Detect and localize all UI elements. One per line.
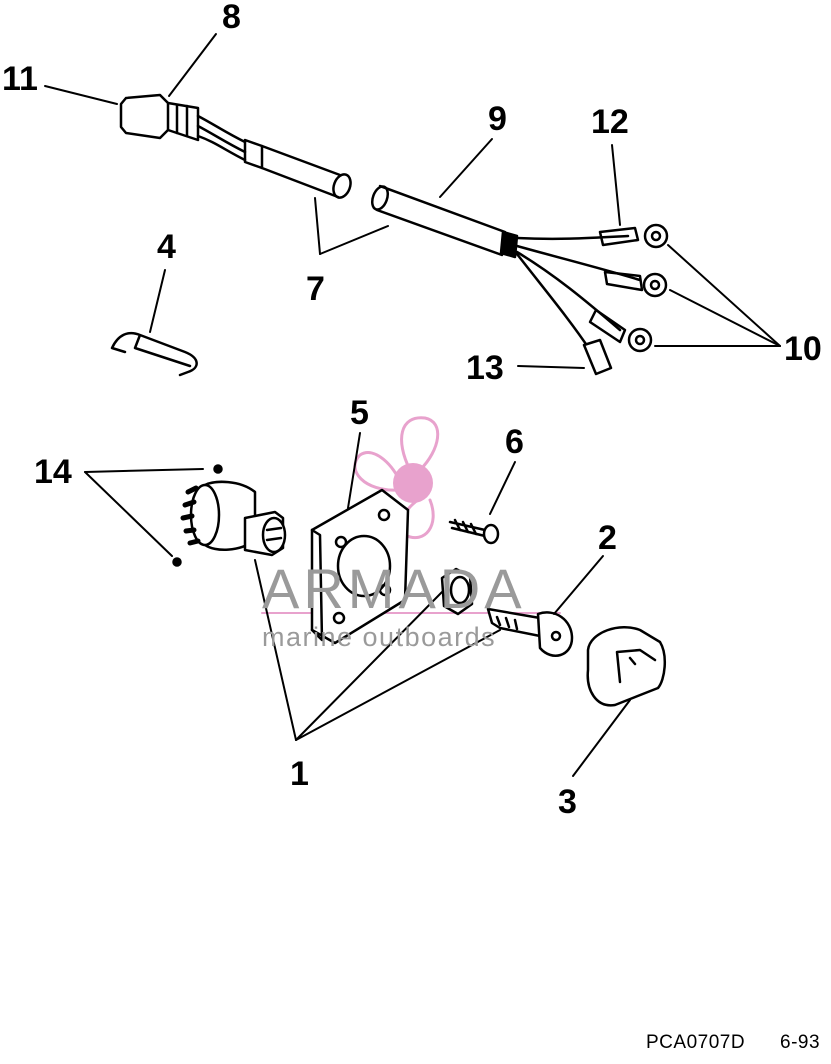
ignition-key: [486, 607, 574, 657]
callout-1: 1: [290, 755, 309, 793]
mounting-screw: [448, 518, 500, 545]
callout-3: 3: [558, 783, 577, 821]
mounting-plate: [310, 488, 410, 645]
callout-6: 6: [505, 423, 524, 461]
callout-12: 12: [591, 103, 629, 141]
callout-7: 7: [306, 270, 325, 308]
harness-connector: [119, 93, 352, 199]
wire-clip: [110, 331, 198, 377]
callout-10: 10: [784, 330, 822, 368]
switch-boot: [586, 625, 666, 707]
watermark-subtitle: marine outboards: [262, 622, 497, 652]
callout-5: 5: [350, 394, 369, 432]
diagram-code: PCA0707D: [646, 1032, 746, 1053]
harness-cable: [370, 184, 669, 376]
callout-13: 13: [466, 349, 504, 387]
callout-14: 14: [34, 453, 72, 491]
small-screws: [172, 464, 223, 567]
diagram-date: 6-93: [780, 1032, 821, 1053]
callout-8: 8: [222, 0, 241, 36]
leader-lines: [44, 33, 781, 777]
watermark-title: ARMADA: [262, 557, 526, 620]
callout-4: 4: [157, 228, 176, 266]
callout-2: 2: [598, 519, 617, 557]
callout-9: 9: [488, 100, 507, 138]
lock-nut: [440, 567, 474, 616]
ignition-switch: [180, 480, 287, 557]
callout-11: 11: [2, 60, 38, 98]
